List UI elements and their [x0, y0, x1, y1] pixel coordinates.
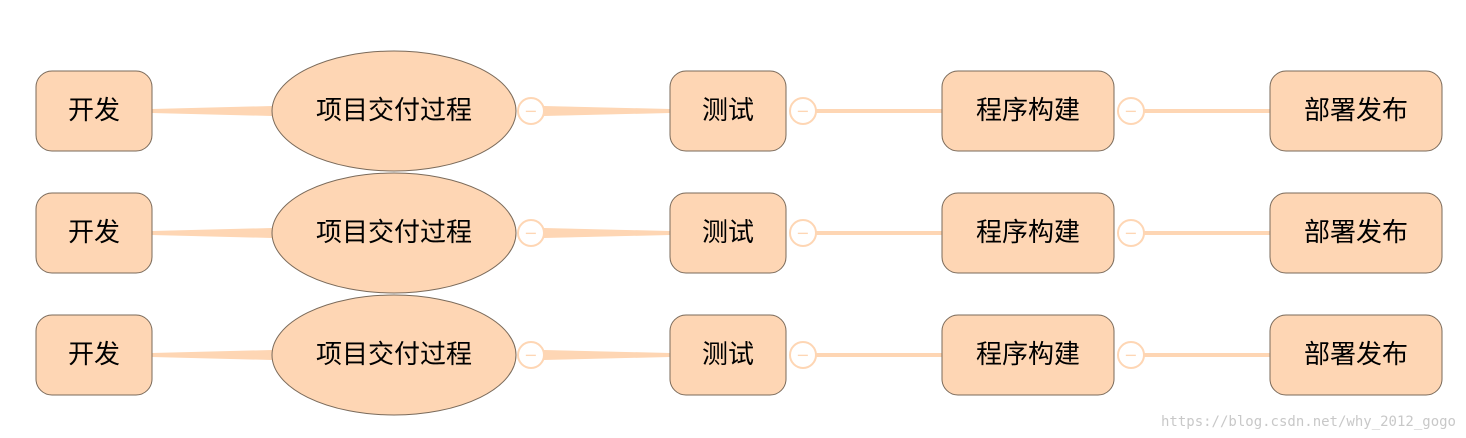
central-topic-label: 项目交付过程	[316, 96, 472, 126]
connector-center-test	[544, 350, 670, 360]
collapse-toggle-step-1[interactable]: −	[789, 97, 817, 125]
central-topic-node[interactable]	[271, 294, 517, 416]
collapse-circle	[517, 97, 545, 125]
start-node[interactable]	[35, 192, 153, 274]
collapse-toggle-center[interactable]: −	[517, 341, 545, 369]
connector-start-center	[152, 228, 272, 238]
central-topic-label: 项目交付过程	[316, 218, 472, 248]
collapse-minus-icon: −	[524, 224, 537, 243]
connector-center-test	[544, 228, 670, 238]
collapse-circle	[1117, 341, 1145, 369]
collapse-minus-icon: −	[524, 346, 537, 365]
step-node-3[interactable]	[1269, 70, 1443, 152]
collapse-circle	[1117, 219, 1145, 247]
collapse-circle	[517, 219, 545, 247]
collapse-minus-icon: −	[1124, 346, 1137, 365]
step-node-1[interactable]	[669, 192, 787, 274]
step-node-3[interactable]	[1269, 314, 1443, 396]
collapse-toggle-step-2[interactable]: −	[1117, 341, 1145, 369]
collapse-toggle-step-1[interactable]: −	[789, 341, 817, 369]
collapse-circle	[789, 219, 817, 247]
start-node-label: 开发	[68, 218, 120, 248]
connector-start-center	[152, 106, 272, 116]
step-node-2[interactable]	[941, 192, 1115, 274]
central-topic-label: 项目交付过程	[316, 340, 472, 370]
collapse-toggle-step-2[interactable]: −	[1117, 97, 1145, 125]
collapse-minus-icon: −	[524, 102, 537, 121]
collapse-minus-icon: −	[1124, 224, 1137, 243]
collapse-toggle-center[interactable]: −	[517, 97, 545, 125]
start-node[interactable]	[35, 70, 153, 152]
collapse-minus-icon: −	[796, 224, 809, 243]
step-node-1[interactable]	[669, 70, 787, 152]
collapse-toggle-center[interactable]: −	[517, 219, 545, 247]
start-node-label: 开发	[68, 96, 120, 126]
step-node-2[interactable]	[941, 70, 1115, 152]
step-node-label: 程序构建	[976, 218, 1080, 248]
step-node-label: 部署发布	[1304, 96, 1408, 126]
collapse-circle	[517, 341, 545, 369]
collapse-toggle-step-1[interactable]: −	[789, 219, 817, 247]
collapse-circle	[789, 341, 817, 369]
start-node-label: 开发	[68, 340, 120, 370]
step-node-label: 部署发布	[1304, 340, 1408, 370]
watermark-text: https://blog.csdn.net/why_2012_gogo	[1160, 414, 1456, 430]
collapse-circle	[1117, 97, 1145, 125]
step-node-1[interactable]	[669, 314, 787, 396]
collapse-minus-icon: −	[1124, 102, 1137, 121]
collapse-minus-icon: −	[796, 102, 809, 121]
step-node-label: 测试	[702, 340, 754, 370]
step-node-label: 部署发布	[1304, 218, 1408, 248]
collapse-toggle-step-2[interactable]: −	[1117, 219, 1145, 247]
step-node-2[interactable]	[941, 314, 1115, 396]
collapse-circle	[789, 97, 817, 125]
connector-center-test	[544, 106, 670, 116]
start-node[interactable]	[35, 314, 153, 396]
collapse-minus-icon: −	[796, 346, 809, 365]
central-topic-node[interactable]	[271, 50, 517, 172]
step-node-label: 测试	[702, 96, 754, 126]
connector-start-center	[152, 350, 272, 360]
central-topic-node[interactable]	[271, 172, 517, 294]
step-node-3[interactable]	[1269, 192, 1443, 274]
step-node-label: 程序构建	[976, 340, 1080, 370]
step-node-label: 程序构建	[976, 96, 1080, 126]
step-node-label: 测试	[702, 218, 754, 248]
